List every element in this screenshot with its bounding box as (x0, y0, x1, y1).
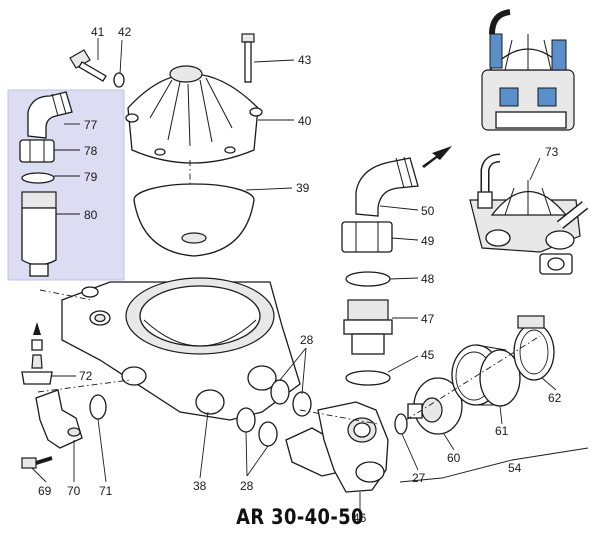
callout-50: 50 (421, 204, 435, 218)
callout-39: 39 (296, 181, 310, 195)
part-48-o-ring (345, 271, 391, 287)
part-62-clamp (513, 315, 555, 381)
part-61-ring-housing (451, 344, 521, 407)
callout-54: 54 (508, 461, 522, 475)
callout-labels: 41 42 43 40 77 78 79 80 39 50 49 48 47 4… (38, 25, 562, 525)
part-28-o-ring-lower-b (258, 421, 278, 447)
part-28-o-ring-upper-b (292, 391, 312, 417)
callout-69: 69 (38, 484, 52, 498)
leader-lines (31, 38, 589, 510)
callout-71: 71 (99, 484, 113, 498)
part-70-flange-elbow (35, 389, 83, 449)
callout-62: 62 (548, 391, 562, 405)
part-38-pump-body (61, 277, 301, 421)
callout-80: 80 (84, 208, 98, 222)
part-43-bolt (241, 33, 255, 83)
callout-61: 61 (495, 424, 509, 438)
assembled-pump-top-illustration (481, 9, 575, 131)
part-69-bolt (21, 456, 53, 469)
part-39-diaphragm (133, 183, 255, 257)
callout-41: 41 (91, 25, 105, 39)
callout-77: 77 (84, 118, 98, 132)
callout-46: 46 (353, 511, 367, 525)
part-60-cap (407, 377, 463, 435)
callout-60: 60 (447, 451, 461, 465)
part-49-nut (341, 221, 393, 253)
arrow-up-icon (33, 322, 41, 335)
part-78-nut (19, 139, 55, 163)
callout-43: 43 (298, 53, 312, 67)
callout-73: 73 (545, 145, 559, 159)
callout-78: 78 (84, 144, 98, 158)
callout-70: 70 (67, 484, 81, 498)
part-80-valve-body (21, 191, 57, 277)
callout-40: 40 (298, 114, 312, 128)
part-72-fitting (21, 339, 53, 385)
part-41-screw (69, 49, 107, 82)
part-40-dome-cover (125, 65, 263, 164)
part-71-o-ring (89, 394, 107, 420)
part-28-o-ring-lower-a (236, 407, 256, 433)
part-45-o-ring (345, 370, 391, 386)
callout-42: 42 (118, 25, 132, 39)
part-27-o-ring (394, 413, 408, 435)
callout-45: 45 (421, 348, 435, 362)
callout-27: 27 (412, 471, 426, 485)
part-47-valve (343, 299, 393, 355)
part-79-o-ring (21, 172, 55, 184)
callout-38: 38 (193, 479, 207, 493)
part-28-o-ring-upper-a (270, 379, 290, 405)
callout-49: 49 (421, 234, 435, 248)
callout-28-upper: 28 (300, 333, 314, 347)
part-77-elbow (27, 91, 73, 139)
part-42-washer (113, 72, 125, 88)
callout-28-lower: 28 (240, 479, 254, 493)
callout-72: 72 (79, 369, 93, 383)
callout-79: 79 (84, 170, 98, 184)
callout-48: 48 (421, 272, 435, 286)
model-caption: AR 30-40-50 (236, 505, 364, 529)
part-50-elbow (355, 156, 419, 217)
part-46-manifold (285, 401, 389, 493)
pump-assembly-73 (469, 153, 589, 275)
callout-47: 47 (421, 312, 435, 326)
arrow-indicator-icon (422, 146, 452, 168)
